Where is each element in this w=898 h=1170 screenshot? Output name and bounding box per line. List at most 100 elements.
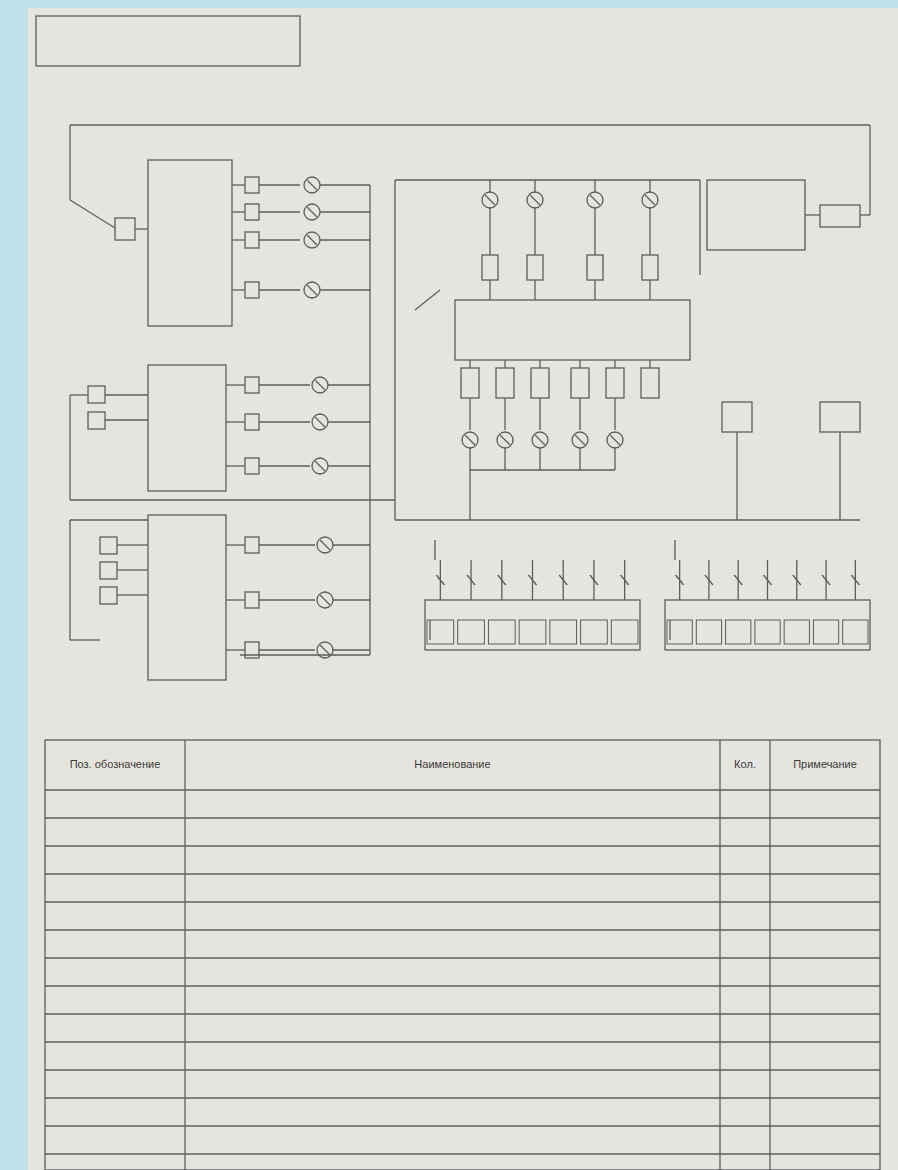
lamp-symbol: [587, 192, 603, 208]
wire: [105, 394, 148, 395]
table-rule: [45, 1125, 880, 1126]
contact-symbol: [482, 255, 498, 280]
table-header: Наименование: [188, 743, 717, 787]
wire: [70, 394, 88, 395]
marker: [676, 575, 684, 585]
lamp-symbol: [462, 432, 478, 448]
lamp-symbol: [527, 192, 543, 208]
bus-line: [394, 180, 395, 520]
terminal-symbol: [755, 620, 780, 644]
terminal-symbol: [519, 620, 546, 644]
terminal-symbol: [427, 620, 454, 644]
lamp-cross: [307, 207, 317, 217]
terminal-symbol: [458, 620, 485, 644]
wire: [105, 419, 148, 420]
wire: [489, 180, 490, 192]
lamp-cross: [465, 435, 475, 445]
wire: [504, 398, 505, 430]
table-rule: [769, 740, 770, 1170]
wire: [259, 421, 310, 422]
table-rule: [719, 740, 720, 1170]
marker: [498, 575, 506, 585]
wire: [470, 469, 615, 470]
lamp-symbol: [312, 377, 328, 393]
wire: [226, 421, 245, 422]
contact-symbol: [461, 368, 479, 398]
wire: [69, 395, 70, 500]
table-rule: [45, 957, 880, 958]
module-box: [148, 515, 226, 680]
table-rule: [45, 1013, 880, 1014]
contact-symbol: [245, 232, 259, 248]
wire: [328, 384, 370, 385]
wire: [469, 360, 470, 368]
table-header: Поз. обозначение: [48, 743, 182, 787]
marker: [851, 575, 859, 585]
table-header: Примечание: [773, 743, 877, 787]
wire: [594, 280, 595, 300]
contact-symbol: [496, 368, 514, 398]
contact-symbol: [642, 255, 658, 280]
contact-symbol: [245, 177, 259, 193]
fuse-symbol: [722, 402, 752, 432]
lamp-symbol: [482, 192, 498, 208]
table-rule: [45, 817, 880, 818]
wire: [395, 179, 700, 180]
marker: [793, 575, 801, 585]
wire: [70, 519, 148, 520]
wire: [869, 125, 870, 215]
lamp-symbol: [304, 282, 320, 298]
marker: [559, 575, 567, 585]
contact-symbol: [245, 414, 259, 430]
stamp-box: [36, 16, 300, 66]
wire: [736, 432, 737, 520]
lamp-symbol: [532, 432, 548, 448]
contact-symbol: [245, 204, 259, 220]
wire: [489, 280, 490, 300]
marker: [436, 575, 444, 585]
lamp-cross: [530, 195, 540, 205]
contact-symbol: [245, 377, 259, 393]
lamp-symbol: [642, 192, 658, 208]
marker: [467, 575, 475, 585]
wire: [504, 360, 505, 368]
terminal-strip: [665, 600, 870, 650]
wire: [839, 432, 840, 520]
contact-symbol: [531, 368, 549, 398]
wire: [539, 360, 540, 368]
wire: [469, 398, 470, 430]
contact-symbol: [641, 368, 659, 398]
wire: [579, 360, 580, 368]
marker: [529, 575, 537, 585]
contact-symbol: [245, 458, 259, 474]
wire: [232, 184, 245, 185]
wire: [117, 544, 148, 545]
marker: [705, 575, 713, 585]
wire: [614, 360, 615, 368]
wire: [333, 649, 370, 650]
table-rule: [45, 901, 880, 902]
wire: [395, 519, 860, 520]
bus-line: [369, 185, 370, 655]
table-rule: [45, 1041, 880, 1042]
lamp-cross: [307, 180, 317, 190]
wire: [699, 180, 700, 275]
marker: [621, 575, 629, 585]
wire: [117, 594, 148, 595]
table-rule: [45, 845, 880, 846]
wire: [469, 448, 470, 470]
contact-symbol: [527, 255, 543, 280]
lamp-cross: [307, 235, 317, 245]
wire: [226, 384, 245, 385]
lamp-cross: [645, 195, 655, 205]
wire: [70, 499, 395, 500]
lamp-cross: [610, 435, 620, 445]
wire: [70, 200, 115, 228]
wire: [333, 544, 370, 545]
contact-symbol: [606, 368, 624, 398]
wire: [69, 125, 70, 200]
lamp-symbol: [317, 537, 333, 553]
wire: [70, 639, 100, 640]
table-rule: [45, 873, 880, 874]
